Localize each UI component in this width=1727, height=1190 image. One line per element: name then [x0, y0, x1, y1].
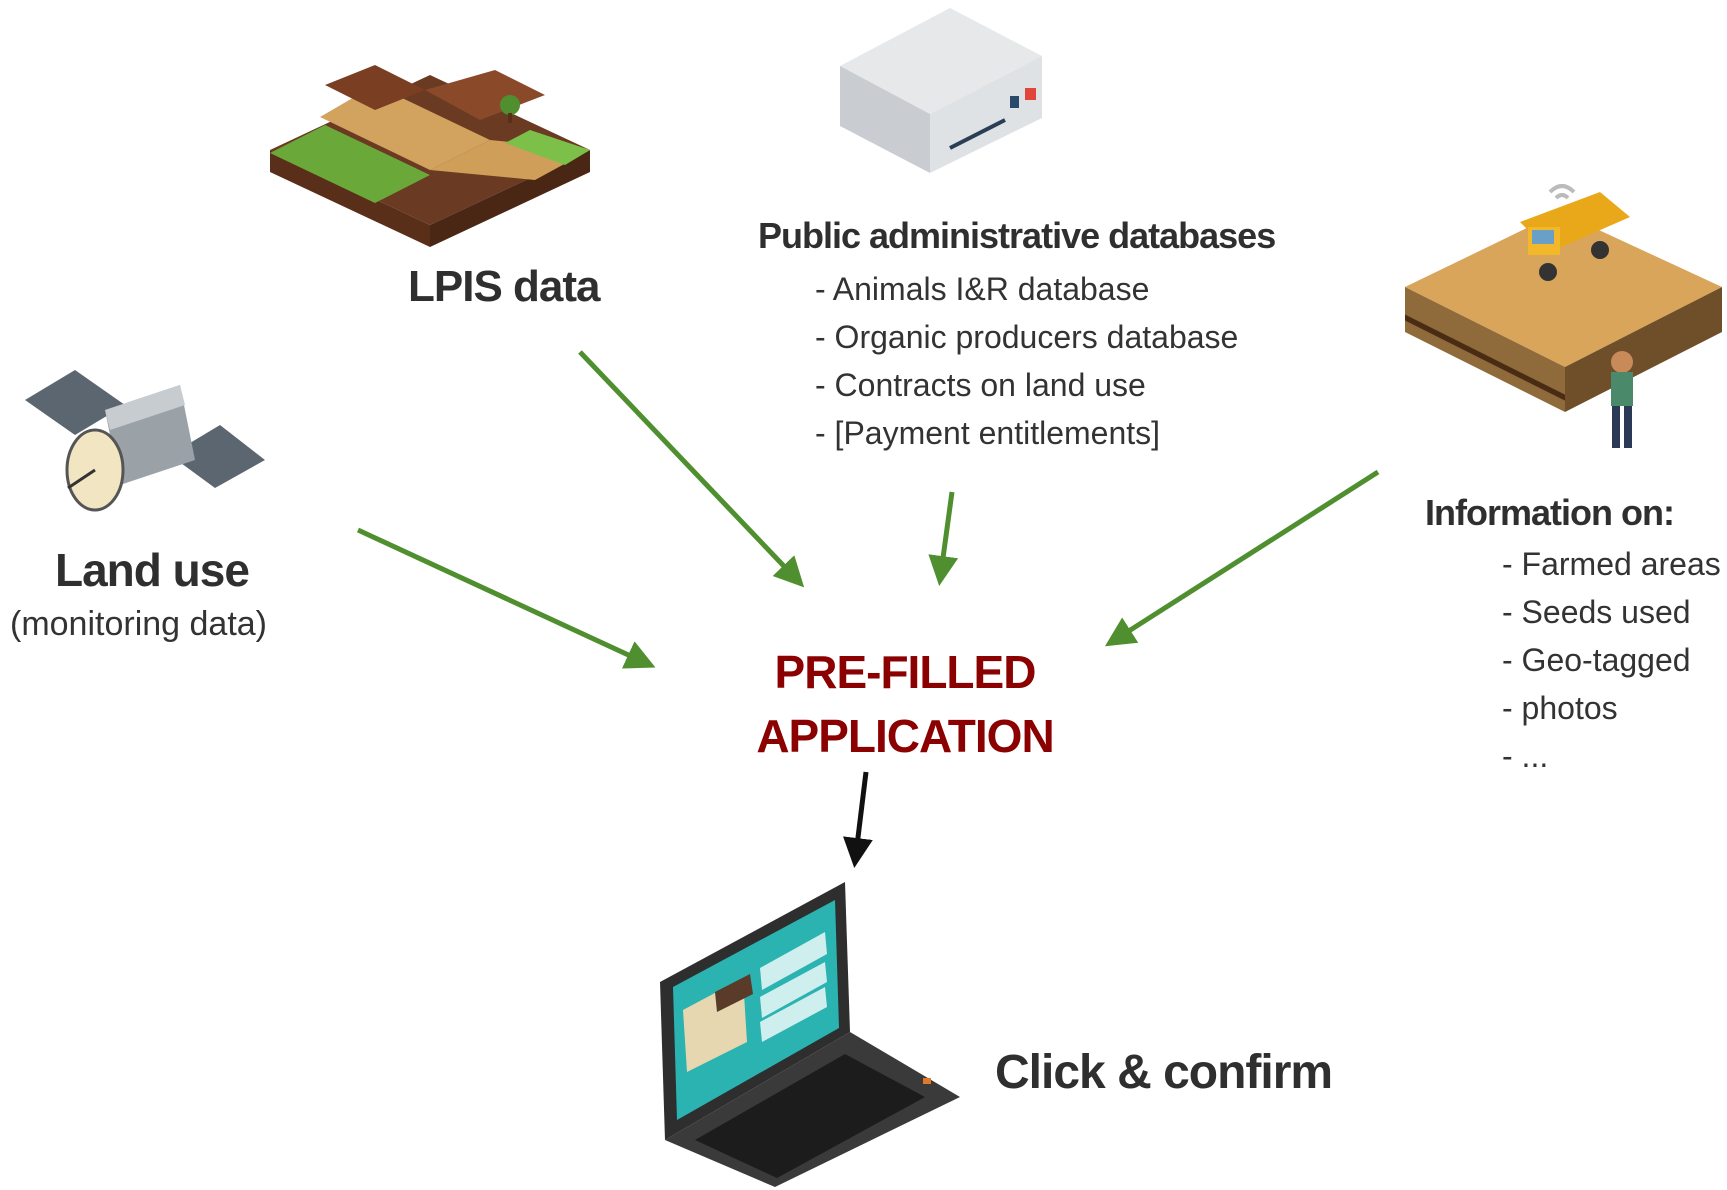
- list-item: - ...: [1502, 738, 1549, 774]
- list-item: - Seeds used: [1502, 594, 1691, 630]
- pre-filled-line: PRE-FILLED: [774, 646, 1037, 698]
- arrow-land-use: [356, 527, 656, 669]
- farmer-harvester-icon: [1400, 172, 1725, 482]
- land-use-subtitle: (monitoring data): [10, 605, 268, 643]
- list-item: - Geo-tagged: [1502, 642, 1691, 678]
- info-list: - Farmed areas - Seeds used - Geo-tagged…: [1502, 540, 1721, 780]
- satellite-icon: [20, 370, 265, 520]
- list-item: - Organic producers database: [815, 319, 1239, 355]
- pre-filled-application-label: PRE-FILLED APPLICATION: [740, 640, 1070, 768]
- list-item: - Contracts on land use: [815, 367, 1146, 403]
- list-item: - Farmed areas: [1502, 546, 1721, 582]
- public-db-title: Public administrative databases: [758, 215, 1276, 256]
- list-item: - Animals I&R database: [815, 271, 1150, 307]
- farm-fields-icon: [265, 55, 595, 265]
- arrow-info: [1104, 469, 1380, 647]
- arrow-to-laptop: [843, 771, 873, 868]
- laptop-icon: [655, 882, 965, 1187]
- laptop-title: Click & confirm: [995, 1046, 1333, 1099]
- land-use-title: Land use: [55, 544, 250, 596]
- public-db-list: - Animals I&R database - Organic produce…: [815, 265, 1238, 457]
- list-item: - photos: [1502, 690, 1618, 726]
- lpis-title: LPIS data: [408, 262, 600, 311]
- list-item: - [Payment entitlements]: [815, 415, 1161, 451]
- server-icon: [830, 8, 1050, 178]
- application-line: APPLICATION: [756, 710, 1054, 762]
- info-title: Information on:: [1425, 492, 1675, 533]
- arrow-lpis: [578, 350, 805, 588]
- arrow-public-db: [928, 491, 959, 586]
